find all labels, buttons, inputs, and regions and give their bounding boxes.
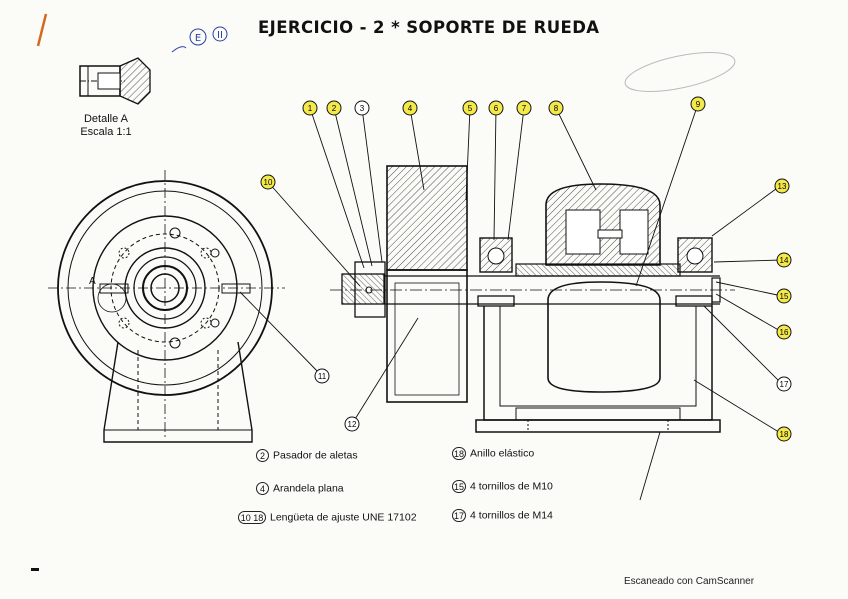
legend-number: 4 <box>256 482 269 495</box>
balloon-10: 10 <box>260 174 276 190</box>
erased-scribble <box>624 51 736 93</box>
svg-text:5: 5 <box>468 104 473 113</box>
detail-a-label: Detalle A Escala 1:1 <box>66 113 146 139</box>
legend-item-arandela: 4 Arandela plana <box>256 482 344 495</box>
detail-a-drawing <box>79 57 151 105</box>
balloon-2: 2 <box>326 100 342 116</box>
leader-lines <box>239 103 783 501</box>
svg-text:11: 11 <box>318 372 327 381</box>
svg-text:18: 18 <box>780 430 789 439</box>
legend-text: Anillo elástico <box>470 447 535 460</box>
svg-text:8: 8 <box>554 104 559 113</box>
svg-text:II: II <box>217 30 223 41</box>
balloon-15: 15 <box>776 288 792 304</box>
section-marker: A <box>89 276 96 287</box>
legend-text: Arandela plana <box>273 482 344 495</box>
legend-text: Pasador de aletas <box>273 449 358 462</box>
legend-text: Lengüeta de ajuste UNE 17102 <box>270 511 417 524</box>
balloon-16: 16 <box>776 324 792 340</box>
detail-a-title: Detalle A <box>83 113 129 125</box>
legend-item-lenguueta: 10 18 Lengüeta de ajuste UNE 17102 <box>238 511 417 524</box>
balloon-14: 14 <box>776 252 792 268</box>
svg-text:6: 6 <box>494 104 499 113</box>
scanner-watermark: Escaneado con CamScanner <box>624 576 755 587</box>
svg-text:12: 12 <box>348 420 357 429</box>
balloons: 1 2 3 4 5 6 7 8 9 10 11 12 13 14 15 16 1… <box>260 96 792 442</box>
front-view <box>48 170 285 443</box>
detail-a-scale: Escala 1:1 <box>80 126 132 138</box>
balloon-1: 1 <box>302 100 318 116</box>
svg-text:14: 14 <box>780 256 789 265</box>
balloon-12: 12 <box>344 416 360 432</box>
legend-number: 18 <box>452 447 467 460</box>
svg-text:3: 3 <box>360 104 365 113</box>
section-view <box>330 165 735 433</box>
balloon-9: 9 <box>690 96 706 112</box>
legend-text: 4 tornillos de M14 <box>470 509 553 522</box>
margin-mark <box>31 568 39 571</box>
balloon-7: 7 <box>516 100 532 116</box>
svg-text:17: 17 <box>780 380 789 389</box>
page-title: EJERCICIO - 2 * SOPORTE DE RUEDA <box>258 18 600 37</box>
balloon-17: 17 <box>776 376 792 392</box>
svg-text:16: 16 <box>780 328 789 337</box>
svg-text:E: E <box>195 33 201 44</box>
legend-number: 10 18 <box>238 511 266 524</box>
balloon-8: 8 <box>548 100 564 116</box>
balloon-11: 11 <box>314 368 330 384</box>
svg-text:13: 13 <box>778 182 787 191</box>
svg-text:7: 7 <box>522 104 527 113</box>
legend-text: 4 tornillos de M10 <box>470 480 553 493</box>
balloon-5: 5 <box>462 100 478 116</box>
svg-text:4: 4 <box>408 104 413 113</box>
svg-text:1: 1 <box>308 104 313 113</box>
svg-text:10: 10 <box>264 178 273 187</box>
balloon-18: 18 <box>776 426 792 442</box>
pencil-stroke <box>36 13 48 47</box>
legend-number: 17 <box>452 509 467 522</box>
svg-text:15: 15 <box>780 292 789 301</box>
balloon-3: 3 <box>354 100 370 116</box>
balloon-6: 6 <box>488 100 504 116</box>
handwritten-marks: E II <box>171 26 228 53</box>
legend-number: 2 <box>256 449 269 462</box>
svg-text:2: 2 <box>332 104 337 113</box>
balloon-4: 4 <box>402 100 418 116</box>
balloon-13: 13 <box>774 178 790 194</box>
legend-number: 15 <box>452 480 467 493</box>
legend-item-pasador: 2 Pasador de aletas <box>256 449 358 462</box>
svg-text:9: 9 <box>696 100 701 109</box>
